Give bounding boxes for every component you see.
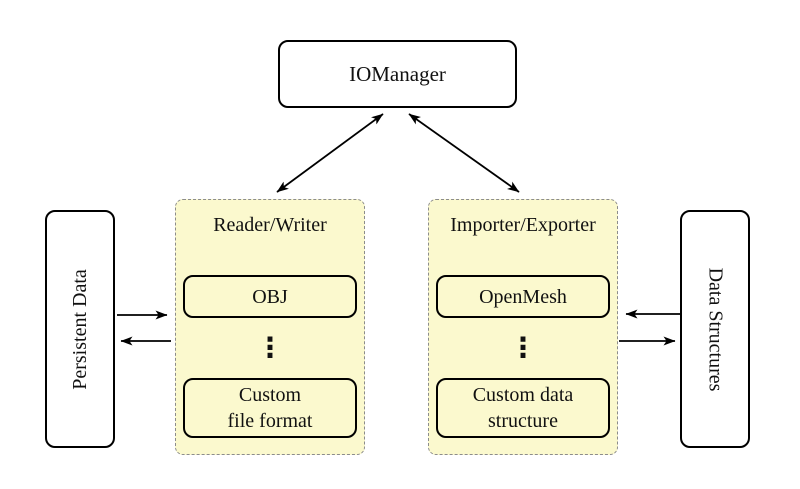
reader-writer-ellipsis: ⋮ xyxy=(256,330,284,364)
persistent-data-node: Persistent Data xyxy=(45,210,115,448)
arrow-iomanager-importerexporter xyxy=(408,113,520,193)
custom-data-structure-node: Custom data structure xyxy=(436,378,610,438)
reader-writer-title: Reader/Writer xyxy=(213,214,327,236)
openmesh-node: OpenMesh xyxy=(436,275,610,318)
importer-exporter-ellipsis: ⋮ xyxy=(509,330,537,364)
custom-file-format-node: Custom file format xyxy=(183,378,357,438)
importer-exporter-title: Importer/Exporter xyxy=(450,214,596,236)
data-structures-label: Data Structures xyxy=(704,267,727,391)
importer-exporter-panel: Importer/Exporter OpenMesh ⋮ Custom data… xyxy=(428,199,618,455)
arrow-iomanager-readerwriter xyxy=(276,113,384,193)
iomanager-node: IOManager xyxy=(278,40,517,108)
persistent-data-label: Persistent Data xyxy=(68,268,91,390)
iomanager-label: IOManager xyxy=(349,61,446,86)
reader-writer-panel: Reader/Writer OBJ ⋮ Custom file format xyxy=(175,199,365,455)
data-structures-node: Data Structures xyxy=(680,210,750,448)
obj-node: OBJ xyxy=(183,275,357,318)
